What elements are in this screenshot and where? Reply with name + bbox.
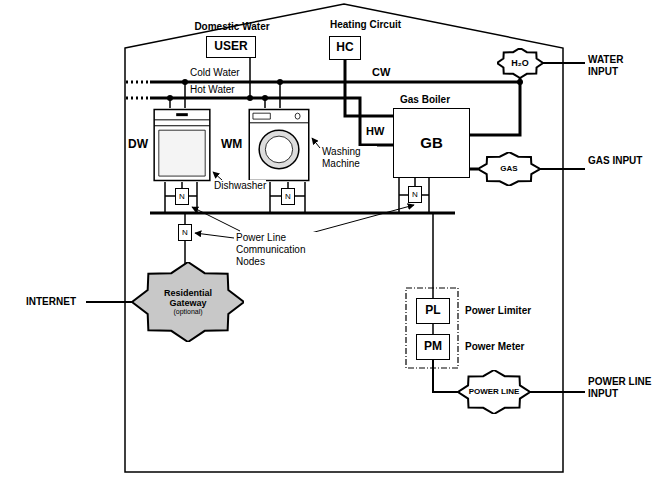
power-wires — [150, 178, 455, 334]
node-body: N — [176, 189, 188, 204]
node-body: N — [282, 189, 294, 204]
node-label: WM — [221, 138, 242, 152]
text-label: POWER LINE INPUT — [588, 376, 654, 400]
node-body: HC — [330, 37, 360, 59]
node-label: GAS — [500, 164, 517, 173]
text-label: Dishwasher — [214, 180, 266, 192]
input-star: GAS — [478, 152, 540, 186]
node-body: PL — [417, 299, 449, 323]
node-label: N — [182, 228, 188, 237]
connector-line — [470, 78, 520, 135]
node-label: Heating Circuit — [330, 19, 401, 31]
text-label: Hot Water — [190, 84, 235, 96]
input-star: POWER LINE — [458, 370, 530, 414]
plc-node: N — [281, 188, 295, 205]
node-body: N — [409, 187, 421, 202]
plc-node: N — [178, 224, 192, 241]
text-label: GAS INPUT — [588, 155, 654, 167]
node-sublabel: USER — [214, 40, 247, 54]
node-label: POWER LINE — [469, 387, 520, 396]
node-label: PL — [425, 304, 440, 318]
appliance-drawing — [248, 108, 310, 182]
meter-box: PMPower Meter — [416, 334, 450, 360]
text-label: CW — [372, 66, 390, 79]
limiter-box: PLPower Limiter — [416, 298, 450, 324]
node-body: N — [179, 225, 191, 240]
connector-line — [414, 178, 416, 186]
dishwasher: DW — [153, 108, 211, 182]
gateway-star: Residential Gateway(optional) — [132, 262, 244, 342]
process-box: Heating CircuitHC — [329, 36, 361, 60]
node-label: Residential Gateway — [153, 288, 223, 309]
node-label: N — [412, 190, 418, 199]
node-body: GAS — [478, 152, 540, 186]
node-body: Residential Gateway(optional) — [132, 262, 244, 342]
connector-line — [184, 241, 186, 265]
connector-line — [345, 60, 393, 116]
node-sublabel: GB — [420, 134, 443, 151]
text-label: Power Line Communication Nodes — [236, 232, 320, 268]
text-label: WATER INPUT — [588, 54, 654, 78]
node-label: Domestic Water — [187, 21, 277, 33]
node-sublabel: Power Meter — [465, 341, 524, 353]
connector-line — [470, 168, 478, 171]
washing-machine: WM — [248, 108, 310, 182]
appliance-drawing — [153, 108, 211, 182]
text-label: Washing Machine — [322, 146, 377, 170]
connector-line — [433, 360, 458, 392]
process-box: Domestic WaterUSER — [206, 36, 256, 58]
node-label: PM — [424, 340, 442, 354]
node-body: GB — [394, 109, 469, 177]
input-lines — [86, 63, 585, 392]
node-sublabel: Power Limiter — [465, 305, 531, 317]
text-label: HW — [366, 125, 384, 138]
node-label: N — [285, 192, 291, 201]
node-label: DW — [128, 138, 148, 152]
text-label: Cold Water — [190, 67, 240, 79]
node-body: POWER LINE — [458, 370, 530, 414]
house-outline — [125, 4, 563, 472]
input-star: H₂O — [497, 48, 543, 78]
node-label: Gas Boiler — [400, 94, 450, 106]
node-body: USER — [207, 37, 255, 57]
node-sublabel: (optional) — [173, 308, 202, 316]
meter-enclosure — [406, 288, 458, 368]
node-body: PM — [417, 335, 449, 359]
node-body: H₂O — [497, 48, 543, 78]
plc-node: N — [175, 188, 189, 205]
node-label: H₂O — [511, 58, 529, 68]
boiler-box: Gas BoilerGB — [393, 108, 470, 178]
text-label: INTERNET — [26, 296, 76, 308]
node-label: N — [179, 192, 185, 201]
plc-node: N — [408, 186, 422, 203]
node-sublabel: HC — [336, 41, 353, 55]
